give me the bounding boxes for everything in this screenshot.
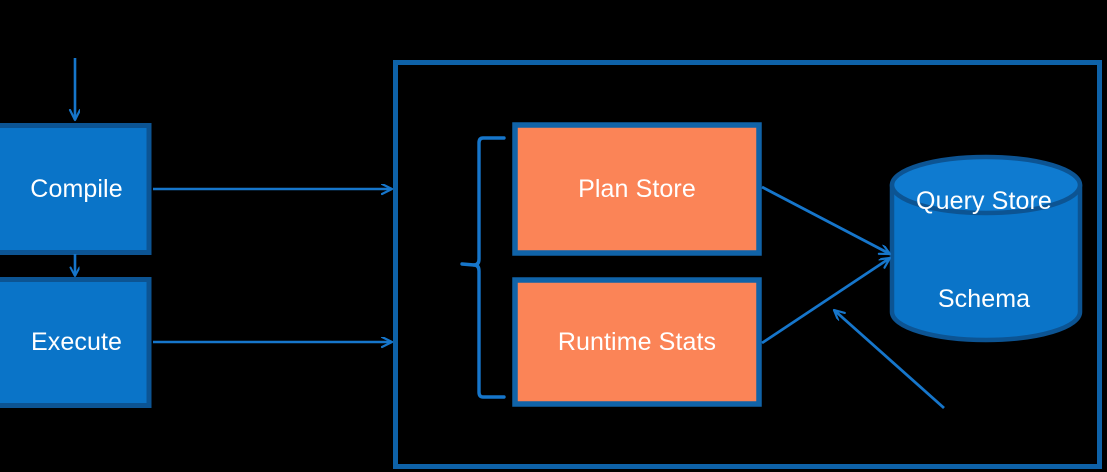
connector-runtime-stats-to-schema [761,256,890,345]
node-query-store-schema[interactable] [889,154,1083,343]
node-compile[interactable] [0,123,152,255]
node-plan-store[interactable] [512,122,762,256]
grouping-brace-icon [460,136,506,399]
node-execute[interactable] [0,277,152,408]
connector-external-to-schema [834,310,945,410]
query-store-boundary [393,60,1102,469]
connector-plan-store-to-schema [761,185,890,256]
node-runtime-stats[interactable] [512,277,762,407]
